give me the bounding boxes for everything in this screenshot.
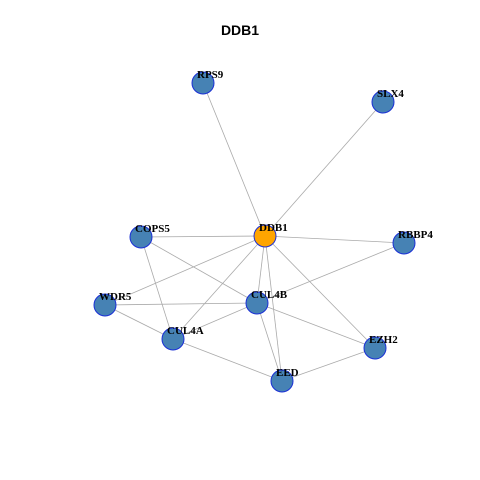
node-label-ddb1: DDB1 bbox=[259, 222, 288, 234]
node-label-slx4: SLX4 bbox=[377, 88, 404, 100]
edge-ddb1-cops5 bbox=[140, 235, 266, 238]
edge-ddb1-slx4 bbox=[264, 101, 384, 237]
edge-rbbp4-cul4b bbox=[256, 242, 405, 304]
edge-wdr5-cul4b bbox=[104, 302, 258, 306]
edge-ddb1-cul4a bbox=[172, 235, 266, 340]
node-rps9[interactable] bbox=[191, 71, 215, 95]
edge-cops5-cul4a bbox=[140, 236, 174, 340]
edge-ddb1-wdr5 bbox=[104, 235, 266, 306]
node-ddb1[interactable] bbox=[253, 224, 277, 248]
edge-ddb1-ezh2 bbox=[264, 235, 376, 349]
node-label-rps9: RPS9 bbox=[197, 69, 224, 81]
node-label-cops5: COPS5 bbox=[135, 223, 170, 235]
edge-ddb1-rbbp4 bbox=[264, 235, 405, 244]
nodes-layer bbox=[93, 71, 416, 393]
node-label-rbbp4: RBBP4 bbox=[398, 229, 433, 241]
edge-ddb1-rps9 bbox=[202, 82, 266, 237]
edge-cul4b-ezh2 bbox=[256, 302, 376, 349]
node-eed[interactable] bbox=[270, 369, 294, 393]
node-label-ezh2: EZH2 bbox=[369, 334, 398, 346]
node-label-eed: EED bbox=[276, 367, 299, 379]
node-cul4a[interactable] bbox=[161, 327, 185, 351]
node-label-wdr5: WDR5 bbox=[99, 291, 132, 303]
edge-cul4b-eed bbox=[256, 302, 283, 382]
edge-wdr5-cul4a bbox=[104, 304, 174, 340]
node-label-cul4a: CUL4A bbox=[167, 325, 204, 337]
node-wdr5[interactable] bbox=[93, 293, 117, 317]
page-title: DDB1 bbox=[220, 22, 260, 38]
node-cul4b[interactable] bbox=[245, 291, 269, 315]
edge-cul4a-eed bbox=[172, 338, 283, 382]
edge-cul4b-cul4a bbox=[172, 302, 258, 340]
node-label-cul4b: CUL4B bbox=[251, 289, 288, 301]
edge-cops5-cul4b bbox=[140, 236, 258, 304]
edge-ezh2-eed bbox=[281, 347, 376, 382]
edge-ddb1-eed bbox=[264, 235, 283, 382]
node-cops5[interactable] bbox=[129, 225, 153, 249]
node-slx4[interactable] bbox=[371, 90, 395, 114]
edges-layer bbox=[104, 82, 405, 382]
node-rbbp4[interactable] bbox=[392, 231, 416, 255]
node-ezh2[interactable] bbox=[363, 336, 387, 360]
